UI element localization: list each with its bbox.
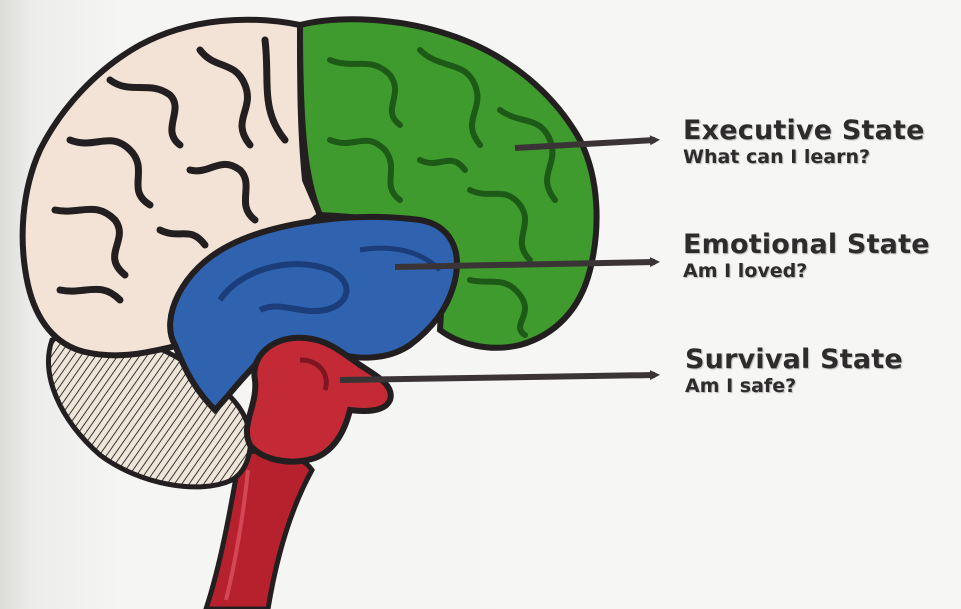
executive-state-label: Executive State What can I learn? xyxy=(683,116,925,168)
executive-state-question: What can I learn? xyxy=(683,146,925,168)
survival-state-label: Survival State Am I safe? xyxy=(685,345,903,397)
emotional-state-question: Am I loved? xyxy=(683,260,930,282)
survival-state-title: Survival State xyxy=(685,345,903,375)
survival-state-question: Am I safe? xyxy=(685,375,903,397)
survival-arrow xyxy=(340,375,655,380)
emotional-state-label: Emotional State Am I loved? xyxy=(683,230,930,282)
emotional-state-title: Emotional State xyxy=(683,230,930,260)
executive-state-title: Executive State xyxy=(683,116,925,146)
